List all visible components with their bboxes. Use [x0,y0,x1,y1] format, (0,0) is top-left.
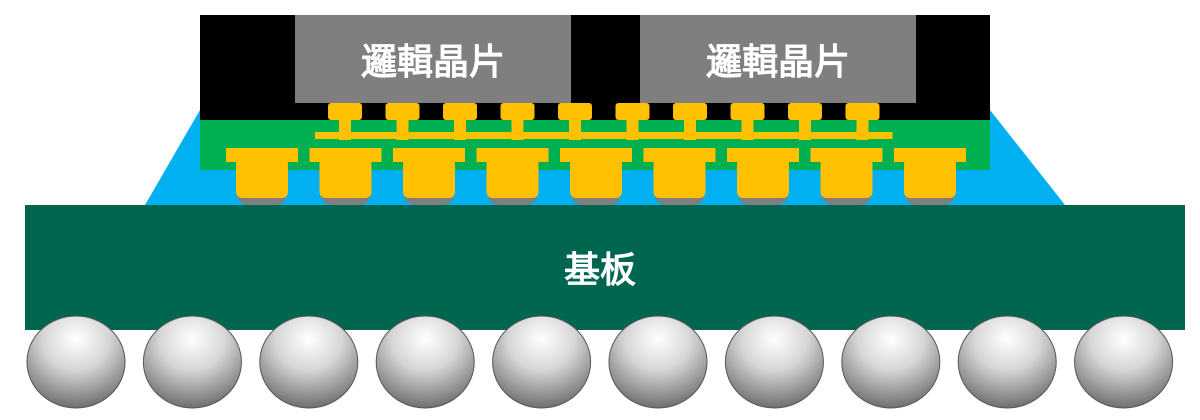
substrate: 基板 [25,205,1185,330]
micro-bump [615,103,650,120]
c4-bump [570,158,622,198]
c4-bump [820,158,873,198]
c4-bump [653,158,706,198]
solder-ball [492,315,592,409]
logic-die [640,15,916,103]
rdl-trace [717,132,778,139]
rdl-trace [372,132,433,139]
logic-die [295,15,571,103]
rdl-trace [602,132,663,139]
micro-bump [845,103,880,120]
rdl-trace [660,132,720,139]
solder-ball [26,315,126,409]
micro-bump [328,103,362,120]
chip-label: 邏輯晶片 [706,42,850,83]
chip-1: 邏輯晶片 [295,15,571,103]
c4-bump [236,158,288,198]
solder-ball [841,315,941,409]
micro-bump [788,103,822,120]
solder-ball [375,315,475,409]
c4-bump [904,158,956,198]
c4-bump [319,158,372,198]
solder-ball-array [26,315,1174,409]
c4-bump [486,158,539,198]
rdl-trace [775,132,835,139]
rdl-trace [545,132,605,139]
substrate-label: 基板 [564,250,636,291]
c4-bump [737,158,789,198]
micro-bump [500,103,535,120]
micro-bump-array [315,103,893,140]
solder-ball [608,315,708,409]
micro-bump [558,103,592,120]
solder-ball [1074,315,1174,409]
c4-bump [403,158,455,198]
solder-ball [259,315,359,409]
substrate-body [25,205,1185,330]
micro-bump [443,103,477,120]
micro-bump [730,103,765,120]
rdl-trace [832,132,893,139]
chip-2: 邏輯晶片 [640,15,916,103]
solder-ball [724,315,824,409]
rdl-trace [315,132,375,139]
micro-bump [673,103,707,120]
rdl-trace [487,132,548,139]
c4-bump-array [226,148,966,207]
solder-ball [142,315,242,409]
solder-ball [957,315,1057,409]
rdl-trace [430,132,490,139]
chip-label: 邏輯晶片 [361,42,505,83]
micro-bump [385,103,420,120]
